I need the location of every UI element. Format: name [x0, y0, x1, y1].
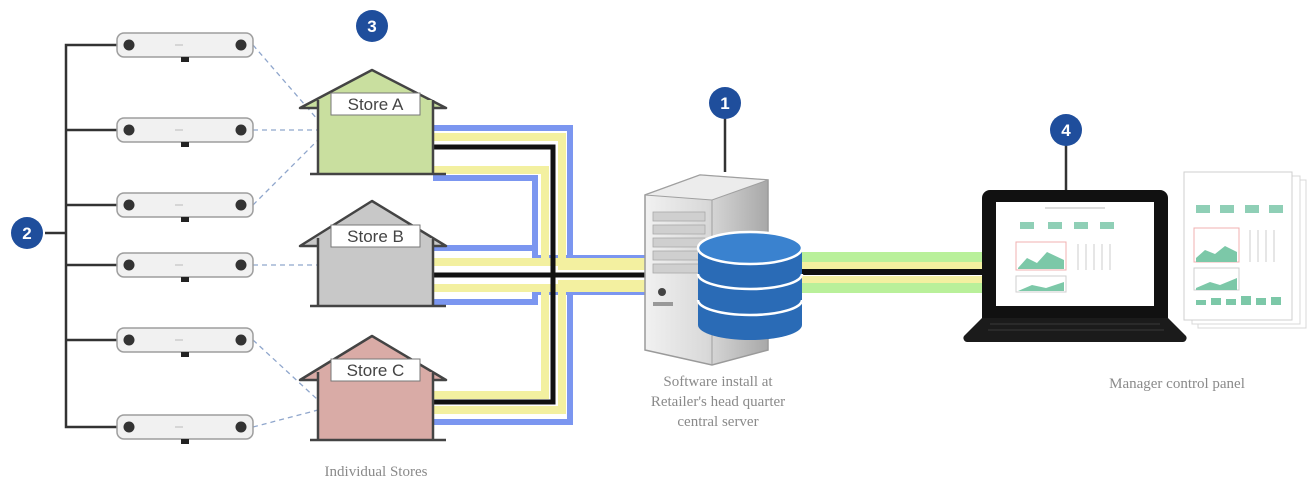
badge-1-number: 1 — [720, 94, 729, 113]
ceiling-sensor-icon — [116, 192, 254, 223]
badge-connectors — [723, 117, 1068, 190]
ceiling-sensor-icon — [116, 117, 254, 148]
caption-server-line1: Software install at — [663, 374, 773, 390]
badge-4: 4 — [1050, 114, 1082, 146]
sensor-group-bracket — [45, 43, 117, 429]
database-icon — [696, 230, 804, 340]
store-c-label: Store C — [347, 361, 405, 380]
report-pages-icon — [1183, 171, 1307, 329]
store-a-building: Store A — [298, 68, 448, 176]
badge-4-number: 4 — [1061, 121, 1071, 140]
store-b-building: Store B — [298, 199, 448, 308]
badge-3-number: 3 — [367, 17, 376, 36]
store-server-cables — [433, 125, 648, 425]
badge-2: 2 — [11, 217, 43, 249]
caption-individual-stores: Individual Stores — [325, 464, 428, 480]
store-b-label: Store B — [347, 227, 404, 246]
badge-3: 3 — [356, 10, 388, 42]
badge-1: 1 — [709, 87, 741, 119]
caption-server-line3: central server — [677, 414, 758, 430]
store-c-building: Store C — [298, 334, 448, 442]
ceiling-sensor-icon — [116, 32, 254, 63]
ceiling-sensor-icon — [116, 327, 254, 358]
server-laptop-cable — [790, 252, 982, 293]
ceiling-sensor-icon — [116, 252, 254, 283]
store-a-label: Store A — [348, 95, 404, 114]
caption-server-line2: Retailer's head quarter — [651, 394, 785, 410]
badge-2-number: 2 — [22, 224, 31, 243]
ceiling-sensor-icon — [116, 414, 254, 445]
laptop-dashboard-icon — [963, 190, 1187, 343]
caption-manager-control-panel: Manager control panel — [1109, 376, 1245, 392]
